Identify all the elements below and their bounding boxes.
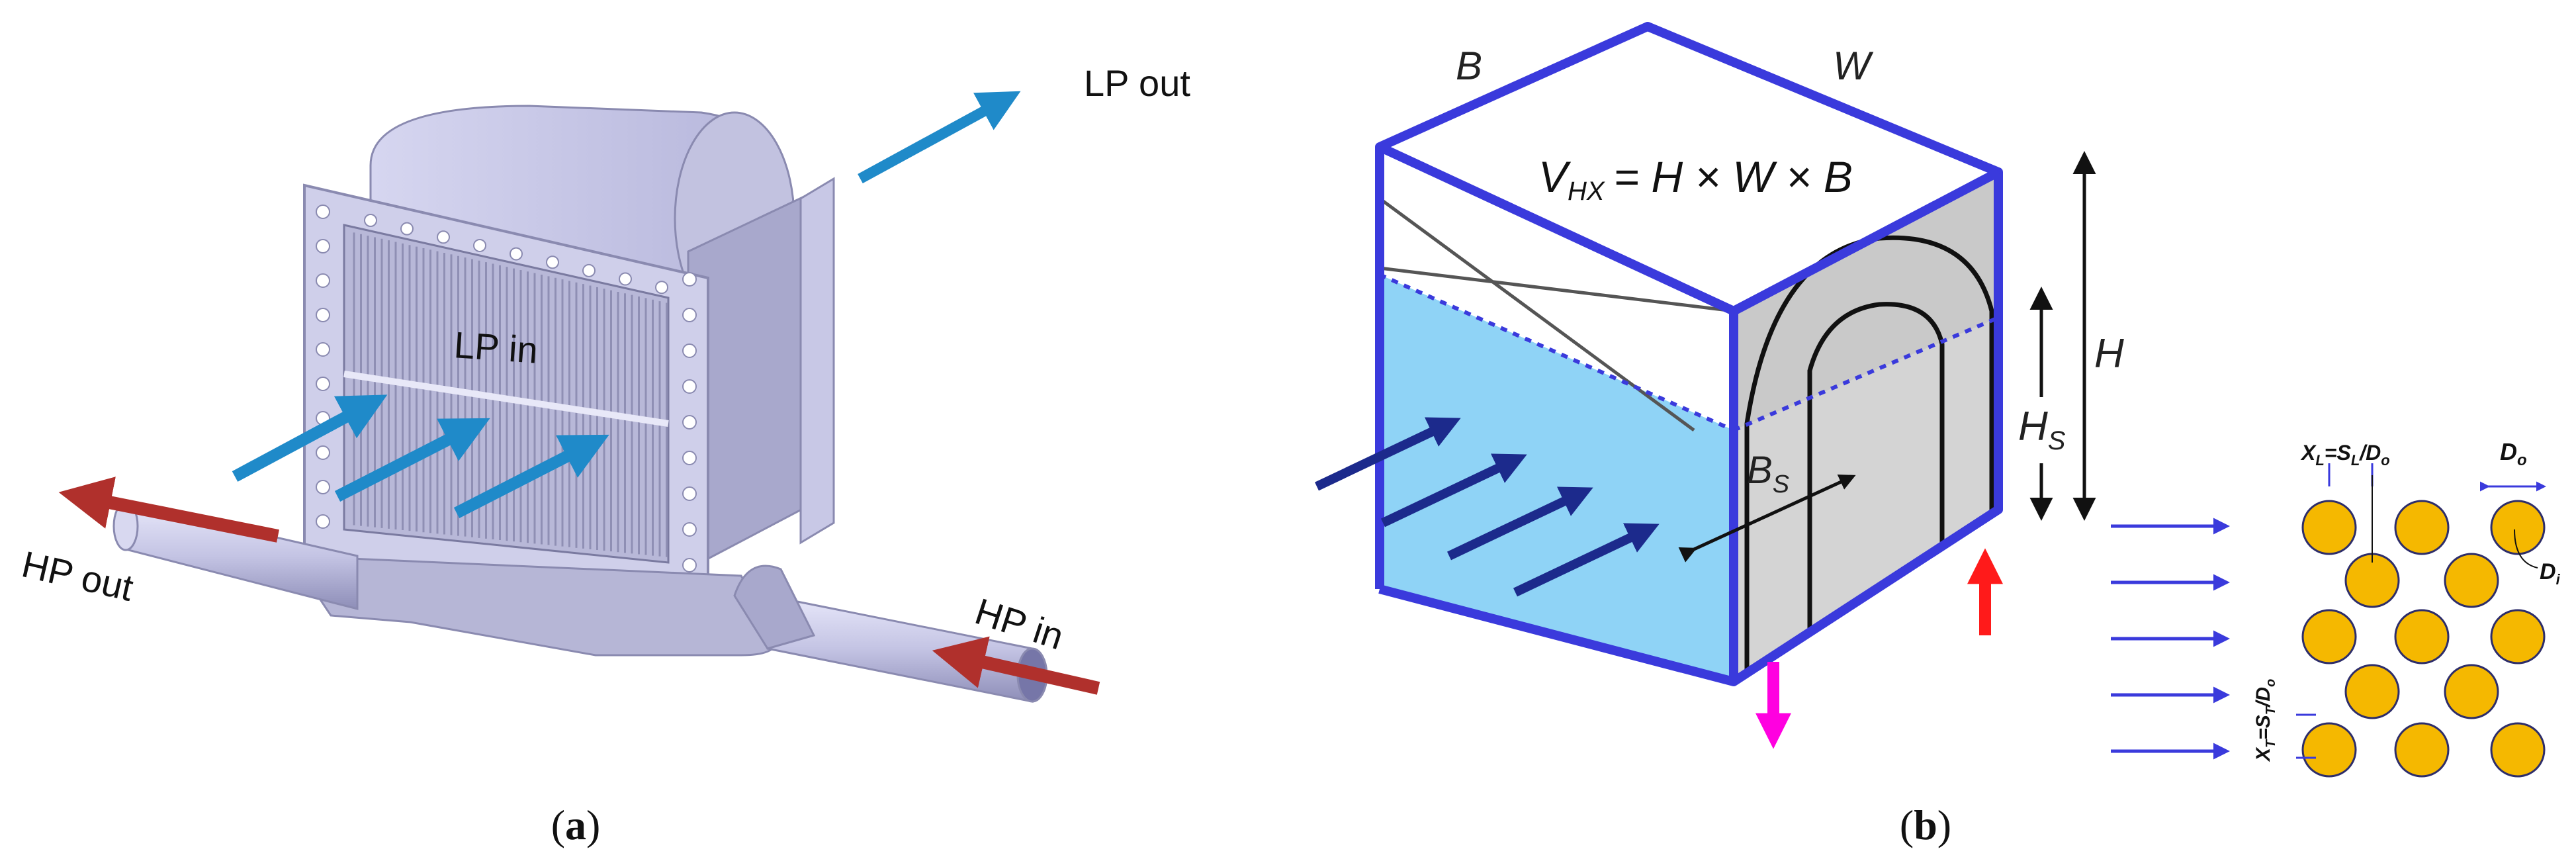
panel-b-hx-volume-diagram: B W VHX= H × W × B H HS BS (b): [1314, 22, 2124, 848]
flange-bolt: [682, 486, 697, 501]
do-label: Do: [2500, 438, 2527, 469]
tube-circle: [2301, 609, 2357, 664]
flange-bolt: [582, 263, 596, 277]
flange-bolt: [682, 379, 697, 394]
hp-in-arrow: [932, 636, 1100, 695]
tube-bank-layout: XL=SL/Do Do Di XT=ST/Do: [2111, 438, 2561, 778]
di-label: Di: [2540, 559, 2561, 588]
h-label: H: [2094, 331, 2124, 377]
water-level-front: [1378, 273, 1735, 432]
panel-a-heat-exchanger-3d: LP out LP in HP out HP in (a): [18, 62, 1190, 848]
flow-arrow-4: [1513, 523, 1660, 597]
flange-bolt: [655, 281, 668, 295]
hp-out-label: HP out: [18, 543, 137, 609]
w-label: W: [1833, 44, 1874, 88]
tube-circle: [2301, 500, 2357, 555]
flange-bolt: [682, 522, 697, 537]
front-diagonal-1: [1378, 197, 1695, 432]
panel-b-caption: (b): [1900, 801, 1951, 848]
panel-a-caption: (a): [551, 801, 601, 848]
flange-bolt: [546, 255, 559, 269]
flange-bolt: [682, 308, 697, 322]
hp-in-nozzle: [733, 565, 816, 650]
flange-bolt: [510, 247, 523, 261]
flange-bolt: [316, 445, 330, 460]
tube-bank-tubes: [2301, 500, 2546, 778]
tube-bank-flow-arrows: [2111, 518, 2230, 760]
flange-bolt: [316, 273, 330, 288]
lp-in-label: LP in: [453, 324, 539, 371]
box-side-upper: [1734, 172, 1998, 430]
flange-bolt: [682, 558, 697, 572]
flange-bolt: [473, 238, 486, 252]
tube-circle: [2394, 500, 2450, 555]
water-level-side: [1732, 316, 2000, 432]
tube-circle: [2444, 664, 2499, 719]
tube-circle: [2394, 722, 2450, 778]
flow-arrow-1: [1314, 417, 1461, 491]
box-top-face: [1380, 26, 1998, 311]
tube-circle: [2490, 609, 2546, 664]
bs-dimension-arrow: [1678, 474, 1856, 563]
lp-out-label: LP out: [1084, 62, 1190, 104]
tube-circle: [2490, 500, 2546, 555]
flange-bolt: [316, 205, 330, 219]
box-front-water: [1380, 275, 1734, 682]
flow-arrow-3: [1446, 486, 1593, 561]
hx-core-divider: [343, 371, 669, 427]
flange-bolt: [316, 239, 330, 253]
flange-bolt: [682, 451, 697, 465]
hp-out-arrow: [58, 477, 279, 543]
front-diagonal-2: [1379, 266, 1734, 313]
flange-bolt: [619, 272, 632, 286]
hs-label: HS: [2018, 404, 2066, 455]
flange-bolt: [682, 343, 697, 358]
flange-bolt: [400, 222, 414, 236]
flange-bolt: [682, 415, 697, 430]
flange-bolt: [682, 272, 697, 287]
flange-bolt: [316, 342, 330, 357]
flange-bolt: [364, 214, 377, 227]
xl-label: XL=SL/Do: [2300, 441, 2390, 469]
tube-circle: [2444, 553, 2499, 608]
tube-circle: [2394, 609, 2450, 664]
flange-bolt: [316, 514, 330, 529]
lp-in-arrow-1: [232, 394, 388, 482]
u-tube-inner: [1807, 302, 1945, 635]
flange-bolt: [316, 480, 330, 494]
hx-rear-flange: [799, 177, 835, 545]
lp-in-arrow-2: [334, 418, 490, 502]
lp-out-arrow: [858, 91, 1021, 184]
xt-label: XT=ST/Do: [2252, 679, 2278, 762]
flange-bolt: [316, 308, 330, 322]
flow-arrow-2: [1380, 453, 1527, 527]
b-label: B: [1456, 44, 1482, 88]
volume-formula: VHX= H × W × B: [1538, 152, 1853, 206]
tube-circle: [2490, 722, 2546, 778]
di-leader: [2514, 529, 2538, 569]
lp-in-arrow-3: [453, 434, 609, 519]
tube-circle: [2301, 722, 2357, 778]
flange-bolt: [437, 230, 450, 244]
tube-circle: [2344, 664, 2400, 719]
bs-label: BS: [1747, 449, 1789, 498]
flange-bolt: [316, 377, 330, 391]
